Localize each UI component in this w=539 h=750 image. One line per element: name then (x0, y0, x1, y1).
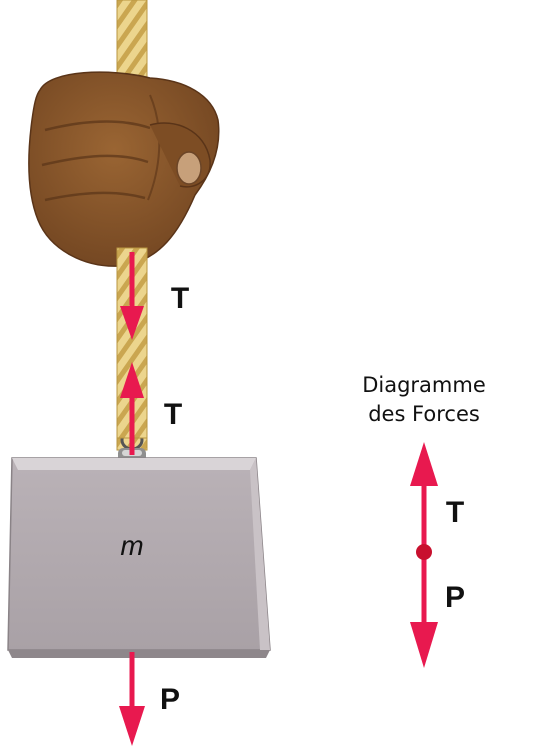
free-body-diagram: Diagramme des Forces T P (362, 373, 486, 668)
tension-up-arrow (120, 362, 144, 455)
fbd-title-line2: des Forces (368, 402, 480, 426)
mass-block: m (7, 457, 271, 658)
tension-down-arrow (120, 252, 144, 340)
fbd-tension-label: T (446, 496, 464, 529)
fbd-weight-arrow (410, 552, 438, 668)
tension-up-label: T (164, 398, 182, 431)
weight-label: P (160, 683, 180, 716)
hand-fist-icon (28, 71, 220, 267)
fbd-title-line1: Diagramme (362, 373, 486, 397)
mass-label: m (120, 530, 143, 561)
fbd-tension-arrow (410, 442, 438, 552)
fbd-point (416, 544, 432, 560)
tension-down-label: T (171, 282, 189, 315)
fbd-weight-label: P (445, 581, 465, 614)
weight-arrow (119, 652, 145, 746)
